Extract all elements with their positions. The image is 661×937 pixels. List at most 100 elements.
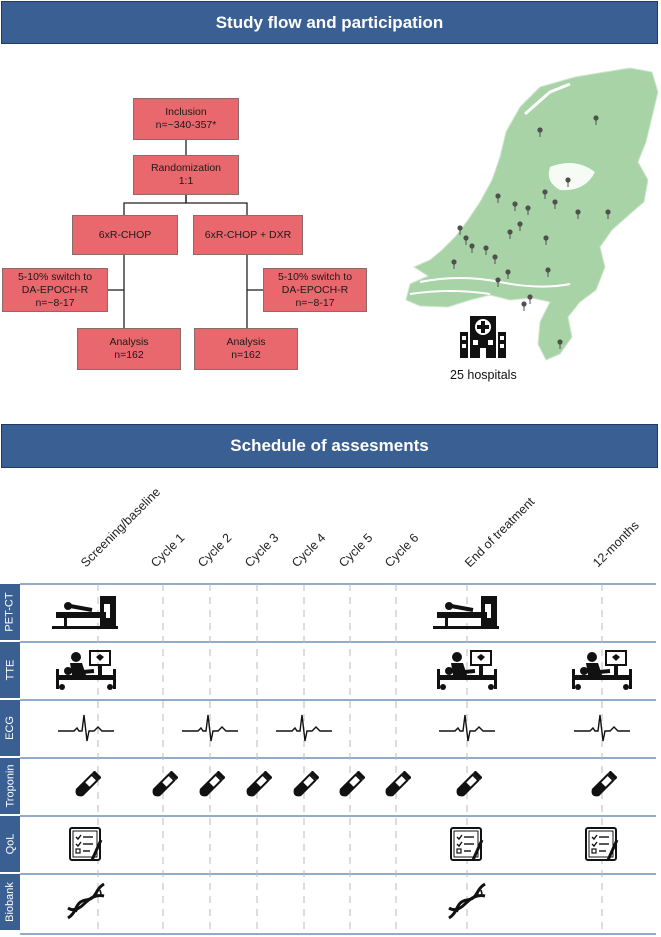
hospital-pin-icon	[575, 209, 581, 219]
hospital-pin-icon	[545, 267, 551, 277]
inclusion-count: n=~340-357*	[155, 119, 217, 131]
hospital-pin-icon	[483, 245, 489, 255]
schedule-grid	[20, 583, 656, 935]
row-label-text: Troponin	[4, 764, 17, 808]
row-label-ecg: ECG	[0, 700, 20, 756]
hospital-pin-icon	[507, 229, 513, 239]
analysis-b-box: Analysis n=162	[194, 328, 298, 370]
echocardiography-icon	[435, 649, 499, 696]
row-label-text: QoL	[4, 833, 17, 855]
arm-b-box: 6xR-CHOP + DXR	[193, 215, 303, 255]
schedule-title: Schedule of assesments	[230, 436, 429, 455]
hospital-pin-icon	[492, 254, 498, 264]
row-label-text: ECG	[4, 716, 16, 740]
column-header-1: Cycle 1	[148, 530, 188, 570]
arm-a-box: 6xR-CHOP	[72, 215, 178, 255]
switch-b-box: 5-10% switch to DA-EPOCH-R n=~8-17	[263, 268, 367, 312]
row-label-text: TTE	[4, 659, 16, 681]
switch-a-line3: n=~8-17	[35, 296, 75, 309]
questionnaire-icon	[449, 826, 485, 867]
test-tube-icon	[452, 770, 483, 806]
hospital-pin-icon	[495, 277, 501, 287]
questionnaire-icon	[68, 826, 104, 867]
study-flow-title: Study flow and participation	[215, 13, 444, 32]
switch-b-line3: n=~8-17	[295, 296, 335, 309]
hospital-pin-icon	[451, 259, 457, 269]
netherlands-map	[405, 67, 659, 361]
flow-connectors	[108, 140, 263, 328]
test-tube-icon	[289, 770, 320, 806]
hospital-pin-icon	[505, 269, 511, 279]
column-header-5: Cycle 5	[336, 530, 376, 570]
analysis-b-count: n=162	[231, 349, 261, 361]
hospital-pin-icon	[593, 115, 599, 125]
echocardiography-icon	[54, 649, 118, 696]
test-tube-icon	[242, 770, 273, 806]
questionnaire-icon	[584, 826, 620, 867]
row-label-biobank: Biobank	[0, 874, 20, 930]
hospital-pin-icon	[512, 201, 518, 211]
hospital-pin-icon	[495, 193, 501, 203]
test-tube-icon	[71, 770, 102, 806]
hospital-pin-icon	[463, 235, 469, 245]
pet-ct-scanner-icon	[433, 594, 501, 635]
switch-b-line1: 5-10% switch to	[277, 270, 353, 283]
hospital-building-icon	[460, 316, 506, 358]
row-label-troponin: Troponin	[0, 758, 20, 814]
hospital-pin-icon	[521, 301, 527, 311]
switch-b-line2: DA-EPOCH-R	[281, 283, 349, 296]
dna-icon	[64, 882, 108, 927]
dna-icon	[445, 882, 489, 927]
test-tube-icon	[381, 770, 412, 806]
hospital-pin-icon	[565, 177, 571, 187]
ecg-wave-icon	[276, 713, 332, 748]
arm-b-label: 6xR-CHOP + DXR	[204, 228, 292, 241]
hospital-pin-icon	[552, 199, 558, 209]
randomization-ratio: 1:1	[178, 175, 194, 187]
column-header-2: Cycle 2	[195, 530, 235, 570]
ecg-wave-icon	[58, 713, 114, 748]
switch-a-box: 5-10% switch to DA-EPOCH-R n=~8-17	[2, 268, 108, 312]
analysis-a-label: Analysis	[109, 336, 149, 348]
ecg-wave-icon	[574, 713, 630, 748]
column-header-6: Cycle 6	[382, 530, 422, 570]
inclusion-label: Inclusion	[165, 106, 207, 118]
row-label-qol: QoL	[0, 816, 20, 872]
switch-a-line2: DA-EPOCH-R	[21, 283, 89, 296]
hospital-pin-icon	[527, 294, 533, 304]
hospital-pin-icon	[543, 235, 549, 245]
hospital-pin-icon	[525, 205, 531, 215]
hospital-pin-icon	[517, 221, 523, 231]
row-label-tte: TTE	[0, 642, 20, 698]
echocardiography-icon	[570, 649, 634, 696]
column-header-3: Cycle 3	[242, 530, 282, 570]
hospital-pin-icon	[469, 243, 475, 253]
analysis-a-box: Analysis n=162	[77, 328, 181, 370]
analysis-b-label: Analysis	[226, 336, 266, 348]
schedule-banner: Schedule of assesments	[1, 424, 658, 468]
randomization-label: Randomization	[150, 162, 222, 174]
hospital-pin-icon	[537, 127, 543, 137]
randomization-box: Randomization 1:1	[133, 155, 239, 195]
ecg-wave-icon	[439, 713, 495, 748]
analysis-a-count: n=162	[114, 349, 144, 361]
hospital-pin-icon	[542, 189, 548, 199]
row-label-text: PET-CT	[4, 592, 16, 632]
study-flow-banner: Study flow and participation	[1, 1, 658, 44]
ecg-wave-icon	[182, 713, 238, 748]
test-tube-icon	[587, 770, 618, 806]
hospital-pin-icon	[457, 225, 463, 235]
arm-a-label: 6xR-CHOP	[98, 228, 152, 241]
column-header-8: 12-months	[590, 518, 642, 570]
column-header-7: End of treatment	[462, 494, 538, 570]
switch-a-line1: 5-10% switch to	[17, 270, 93, 283]
column-header-4: Cycle 4	[289, 530, 329, 570]
test-tube-icon	[335, 770, 366, 806]
test-tube-icon	[148, 770, 179, 806]
pet-ct-scanner-icon	[52, 594, 120, 635]
inclusion-box: Inclusion n=~340-357*	[133, 98, 239, 140]
row-label-text: Biobank	[4, 882, 17, 922]
hospital-pin-icon	[557, 339, 563, 349]
row-label-pet-ct: PET-CT	[0, 584, 20, 640]
hospitals-count-label: 25 hospitals	[450, 368, 517, 382]
